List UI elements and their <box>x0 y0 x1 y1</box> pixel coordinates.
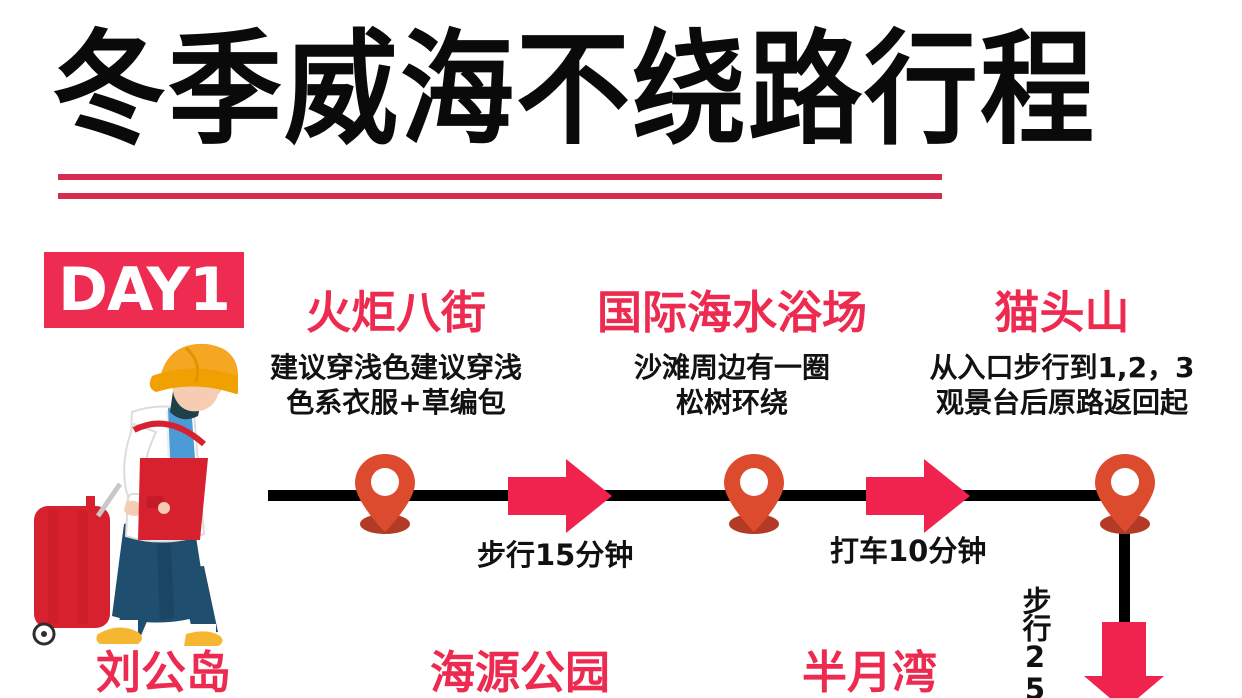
stop-desc-2: 沙滩周边有一圈 松树环绕 <box>552 350 912 420</box>
route-line-horizontal <box>268 490 1130 501</box>
map-pin-icon-1 <box>353 452 417 538</box>
bottom-stop-name-3: 半月湾 <box>802 646 938 698</box>
stop-desc-2-line-1: 沙滩周边有一圈 <box>633 351 830 384</box>
stop-desc-3: 从入口步行到1,2，3 观景台后原路返回起 <box>902 350 1222 420</box>
traveler-illustration <box>28 338 246 650</box>
title-underline-top <box>58 174 942 180</box>
stop-column-2: 国际海水浴场 沙滩周边有一圈 松树环绕 <box>552 286 912 420</box>
stop-desc-1: 建议穿浅色建议穿浅 色系衣服+草编包 <box>236 350 556 420</box>
route-line-vertical <box>1119 500 1130 634</box>
stop-column-3: 猫头山 从入口步行到1,2，3 观景台后原路返回起 <box>902 286 1222 420</box>
stop-desc-3-line-2: 观景台后原路返回起 <box>935 386 1188 419</box>
suitcase-shape <box>32 482 123 646</box>
map-pin-icon-3 <box>1093 452 1157 538</box>
stop-desc-2-line-2: 松树环绕 <box>675 386 788 419</box>
arrow-right-icon-1 <box>508 459 612 533</box>
title-underline-bottom <box>58 193 942 199</box>
stop-column-1: 火炬八街 建议穿浅色建议穿浅 色系衣服+草编包 <box>236 286 556 420</box>
stop-name-1: 火炬八街 <box>305 286 486 339</box>
page-title: 冬季威海不绕路行程 <box>52 17 1097 162</box>
arrow-right-icon-2 <box>866 459 970 533</box>
leg-label-1: 步行15分钟 <box>477 538 634 572</box>
stop-desc-1-line-1: 建议穿浅色建议穿浅 <box>269 351 522 384</box>
stop-name-3: 猫头山 <box>994 286 1130 339</box>
bottom-stop-name-1: 刘公岛 <box>96 646 232 698</box>
leg-label-2: 打车10分钟 <box>830 534 987 568</box>
stop-name-2: 国际海水浴场 <box>596 286 867 339</box>
arrow-down-icon <box>1084 622 1164 698</box>
leg-label-3: 步行25分钟 <box>1018 586 1052 698</box>
stop-desc-1-line-2: 色系衣服+草编包 <box>286 386 506 419</box>
bottom-stop-name-2: 海源公园 <box>430 646 611 698</box>
stop-desc-3-line-1: 从入口步行到1,2，3 <box>929 351 1195 384</box>
day-badge: DAY1 <box>44 252 244 328</box>
map-pin-icon-2 <box>722 452 786 538</box>
